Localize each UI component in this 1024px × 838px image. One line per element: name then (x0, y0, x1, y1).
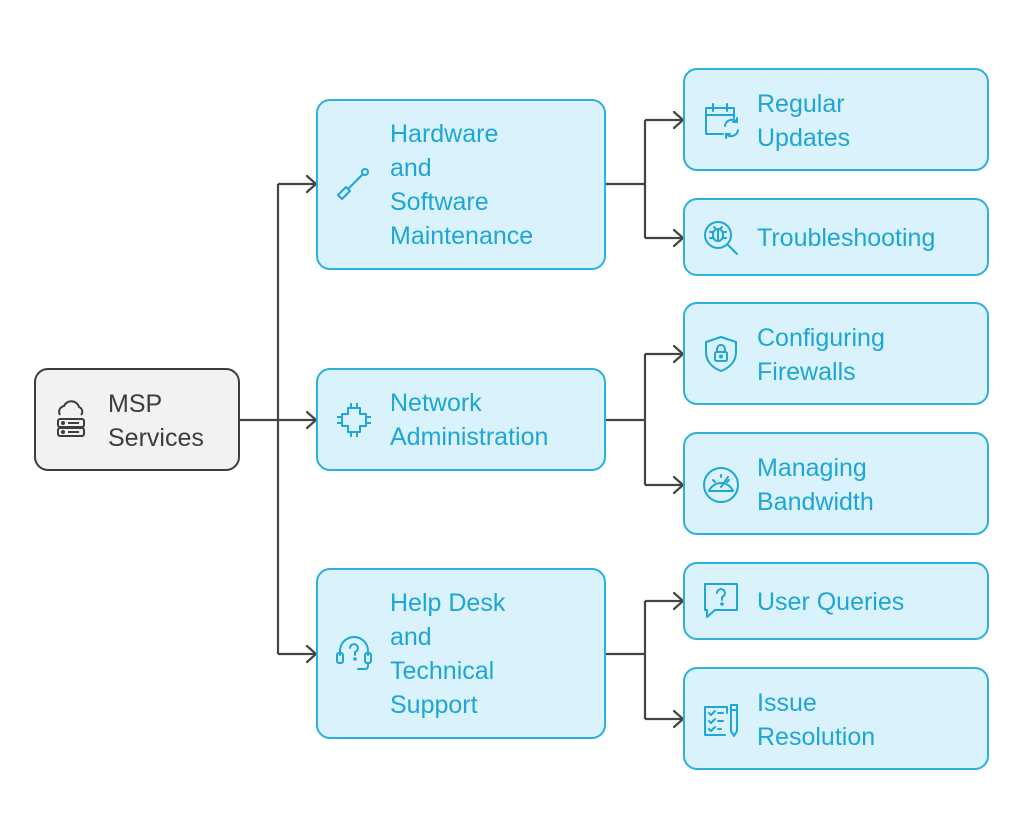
category-network-administration[interactable]: Network Administration (316, 368, 606, 471)
category-help-desk-technical-support[interactable]: Help Desk and Technical Support (316, 568, 606, 739)
leaf-troubleshooting[interactable]: Troubleshooting (683, 198, 989, 276)
leaf-label-line: User Queries (757, 588, 905, 616)
msp-services-node[interactable]: MSP Services (34, 368, 240, 471)
category-label-line: Support (390, 691, 478, 719)
leaf-label: User Queries (757, 585, 977, 619)
leaf-label-line: Troubleshooting (757, 224, 936, 252)
root-label: MSP Services (108, 387, 228, 455)
leaf-label-line: Firewalls (757, 358, 856, 386)
category-label-line: and (390, 154, 432, 182)
category-label: Hardware and Software Maintenance (390, 117, 594, 253)
category-label-line: Administration (390, 423, 549, 451)
leaf-user-queries[interactable]: User Queries (683, 562, 989, 640)
category-label-line: Hardware (390, 120, 499, 148)
category-hardware-software-maintenance[interactable]: Hardware and Software Maintenance (316, 99, 606, 270)
category-label: Network Administration (390, 386, 594, 454)
headset-question-icon (336, 636, 372, 670)
leaf-label: Issue Resolution (757, 686, 977, 754)
leaf-label: Configuring Firewalls (757, 321, 977, 389)
checklist-pen-icon (704, 704, 738, 737)
category-label-line: Help Desk (390, 589, 506, 617)
leaf-label: Managing Bandwidth (757, 451, 977, 519)
leaf-label-line: Managing (757, 454, 867, 482)
leaf-label-line: Updates (757, 124, 851, 152)
leaf-issue-resolution[interactable]: Issue Resolution (683, 667, 989, 770)
question-message-icon (704, 583, 738, 618)
calendar-refresh-icon (705, 103, 739, 139)
leaf-label-line: Issue (757, 689, 817, 717)
speedometer-icon (703, 467, 739, 503)
leaf-label-line: Bandwidth (757, 488, 874, 516)
root-label-line: Services (108, 424, 204, 452)
bug-search-icon (704, 221, 738, 255)
leaf-label-line: Resolution (757, 723, 876, 751)
shield-lock-icon (705, 336, 737, 372)
leaf-label: Regular Updates (757, 87, 977, 155)
leaf-label-line: Regular (757, 90, 845, 118)
root-label-line: MSP (108, 390, 163, 418)
category-label-line: Software (390, 188, 489, 216)
leaf-label-line: Configuring (757, 324, 885, 352)
leaf-managing-bandwidth[interactable]: Managing Bandwidth (683, 432, 989, 535)
network-chip-icon (337, 403, 371, 437)
category-label-line: Network (390, 389, 482, 417)
leaf-configuring-firewalls[interactable]: Configuring Firewalls (683, 302, 989, 405)
category-label-line: Technical (390, 657, 495, 685)
screwdriver-icon (337, 168, 369, 200)
leaf-label: Troubleshooting (757, 221, 977, 255)
category-label: Help Desk and Technical Support (390, 586, 594, 722)
leaf-regular-updates[interactable]: Regular Updates (683, 68, 989, 171)
category-label-line: Maintenance (390, 222, 534, 250)
cloud-server-icon (57, 400, 85, 437)
category-label-line: and (390, 623, 432, 651)
